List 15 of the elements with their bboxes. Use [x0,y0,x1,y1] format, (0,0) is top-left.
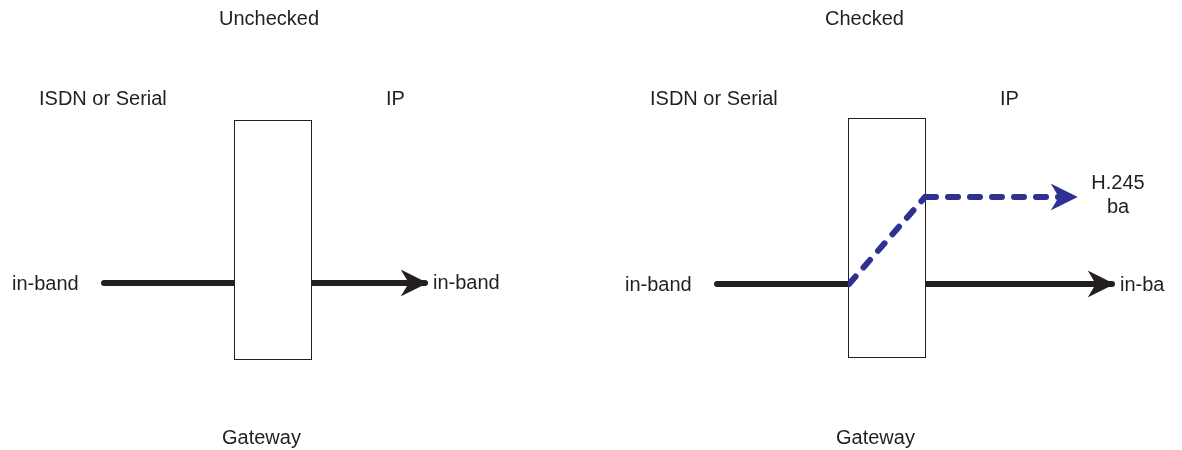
network-label: ISDN or Serial [650,86,778,110]
gateway-box [848,118,926,358]
panel-title: Checked [825,6,904,30]
panel-title: Unchecked [219,6,320,30]
network-label: IP [1000,86,1019,110]
signal-label: in-band [625,272,692,296]
gateway-caption: Gateway [836,425,915,449]
signal-label: in-band [12,271,79,295]
network-label: ISDN or Serial [39,86,167,110]
gateway-caption: Gateway [222,425,301,449]
signal-label: in-ba [1120,272,1165,296]
network-label: IP [386,86,405,110]
signal-label: H.245 ba [1083,170,1153,218]
signal-label: in-band [433,270,500,294]
gateway-box [234,120,312,360]
